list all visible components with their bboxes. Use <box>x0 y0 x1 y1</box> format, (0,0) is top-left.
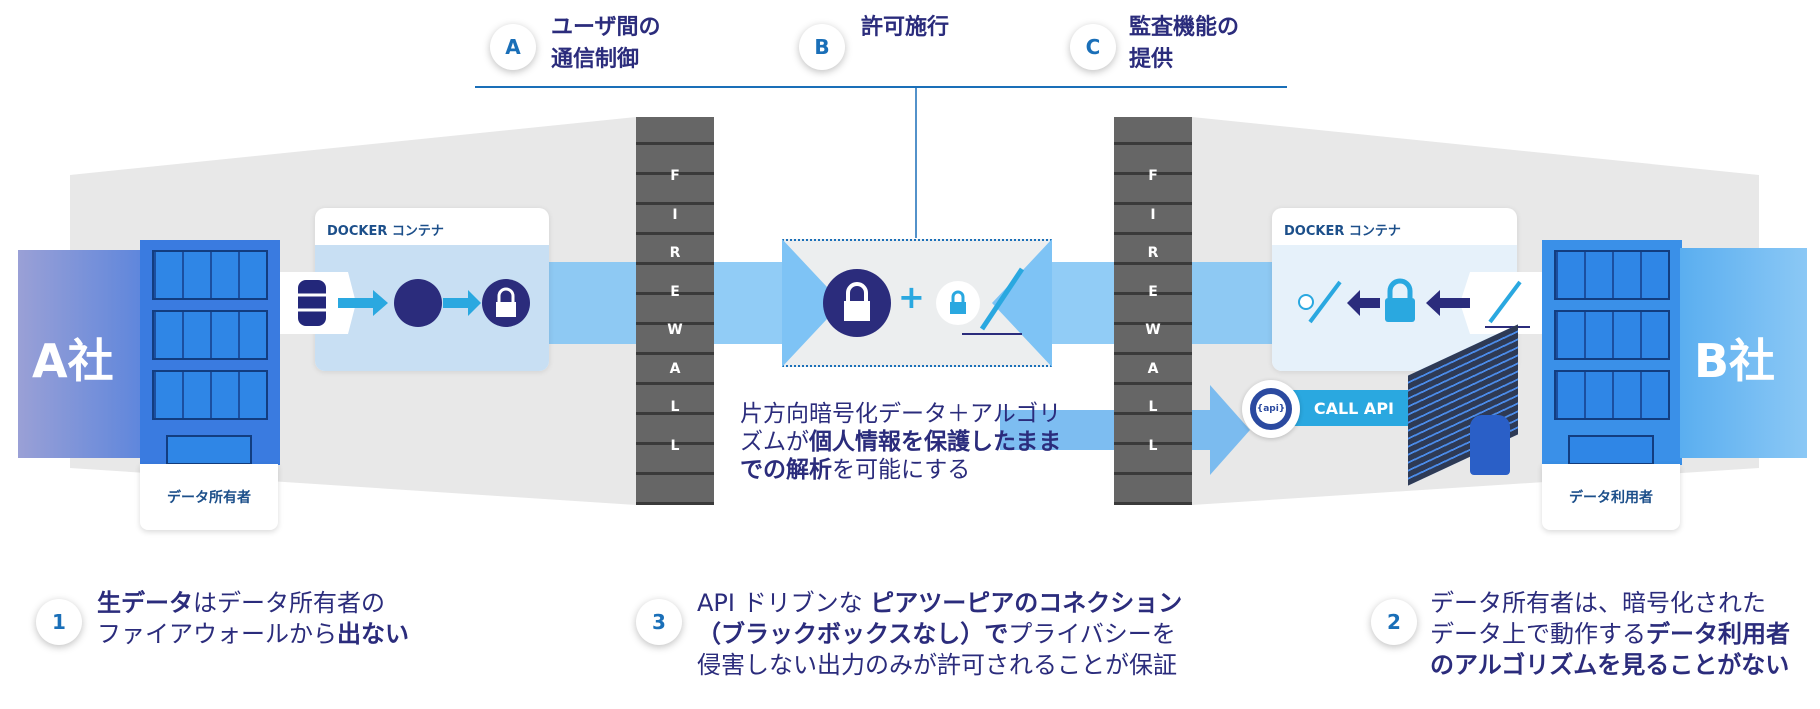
left-data-flow <box>278 272 530 334</box>
user-person-icon <box>1470 415 1510 475</box>
algorithm-icon <box>1485 280 1530 328</box>
lock-blob-icon <box>823 269 891 337</box>
point-2-text: データ所有者は、暗号化された データ上で動作するデータ利用者 のアルゴリズムを見… <box>1430 589 1790 679</box>
database-icon <box>298 280 326 326</box>
point-3-text: API ドリブンな ピアツーピアのコネクション （ブラックボックスなし）でプライ… <box>697 589 1183 679</box>
point-1-badge: 1 <box>36 599 82 645</box>
api-gear-icon: {api} <box>1242 380 1300 438</box>
building-b: B社 <box>1542 240 1807 465</box>
company-a-label: A社 <box>32 334 114 388</box>
building-a: A社 <box>18 240 280 465</box>
label-c-text: 監査機能の提供 <box>1129 15 1240 72</box>
data-owner-label: データ所有者 <box>140 464 278 530</box>
point-1-text: 生データはデータ所有者の ファイアウォールから出ない <box>97 589 409 648</box>
label-c-badge: C <box>1070 24 1116 70</box>
label-a-text: ユーザ間の通信制御 <box>551 15 661 72</box>
center-note: 片方向暗号化データ＋アルゴリ ズムが個人情報を保護したまま での解析を可能にする <box>740 401 1062 483</box>
algorithm-icon <box>1298 280 1342 324</box>
center-icons <box>782 239 1052 367</box>
lock-icon <box>1385 278 1415 322</box>
lock-icon <box>482 279 530 327</box>
point-2-badge: 2 <box>1371 599 1417 645</box>
encrypted-blob-icon <box>394 279 442 327</box>
point-3-badge: 3 <box>636 599 682 645</box>
right-data-flow <box>1298 272 1545 334</box>
data-user-label: データ利用者 <box>1542 464 1680 530</box>
plus-sign: + <box>898 278 925 316</box>
label-b-badge: B <box>799 24 845 70</box>
label-b-text: 許可施行 <box>861 15 950 40</box>
company-b-label: B社 <box>1694 334 1776 388</box>
algorithm-icon <box>936 267 1025 335</box>
label-a-badge: A <box>490 24 536 70</box>
